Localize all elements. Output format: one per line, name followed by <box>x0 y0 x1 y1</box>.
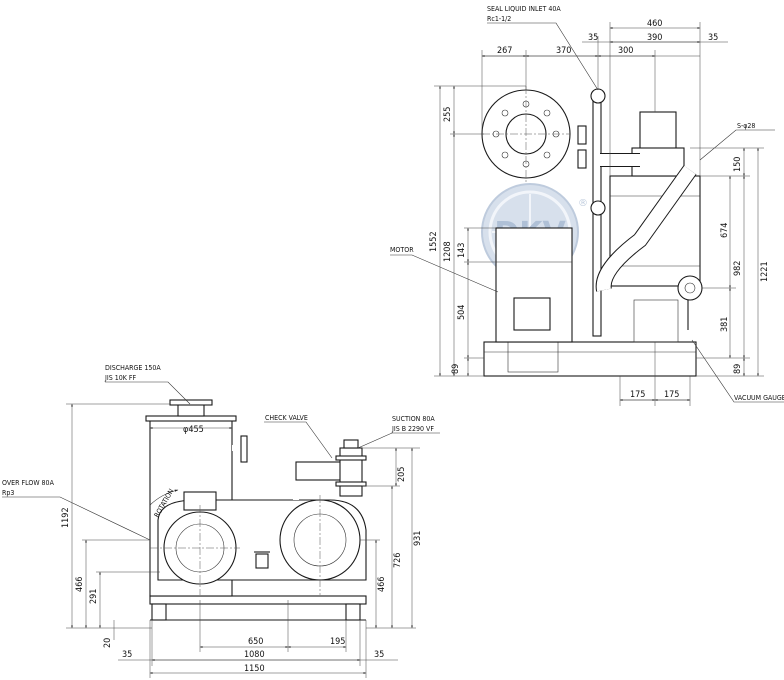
seal-valve-top <box>590 88 606 104</box>
dim-195: 195 <box>330 637 345 647</box>
seal-liquid-pipe <box>592 95 602 337</box>
side-base-frame <box>149 595 367 605</box>
dim-300: 300 <box>618 46 633 56</box>
pump-head <box>639 111 677 153</box>
label-discharge-line1: DISCHARGE 150A <box>105 364 161 372</box>
dim-982: 982 <box>733 261 743 276</box>
dim-35-right: 35 <box>374 650 384 660</box>
label-overflow-line1: OVER FLOW 80A <box>2 479 55 487</box>
label-suction-line2: JIS B 2290 VF <box>391 425 434 433</box>
dim-466-left: 466 <box>75 577 85 592</box>
side-view-labels: DISCHARGE 150A JIS 10K FF CHECK VALVE SU… <box>2 364 440 541</box>
label-tank-diameter: φ455 <box>183 425 204 435</box>
end-view-labels: SEAL LIQUID INLET 40A Rc1-1/2 MOTOR S-φ2… <box>390 5 784 403</box>
side-view <box>145 399 367 621</box>
dim-143: 143 <box>457 243 467 258</box>
dim-460: 460 <box>647 19 662 29</box>
dim-650: 650 <box>248 637 263 647</box>
dim-89-right: 89 <box>733 364 743 374</box>
dim-1080: 1080 <box>244 650 265 660</box>
dim-20: 20 <box>103 638 113 648</box>
dim-466-right: 466 <box>377 577 387 592</box>
dim-1208: 1208 <box>443 241 453 262</box>
dim-35-top: 35 <box>588 33 598 43</box>
dim-35-right: 35 <box>708 33 718 43</box>
label-vacuum-gauge: VACUUM GAUGE <box>734 394 784 402</box>
end-view <box>481 86 703 377</box>
dim-504: 504 <box>457 305 467 320</box>
label-holes: S-φ28 <box>737 122 755 130</box>
dim-1552: 1552 <box>429 231 439 252</box>
dim-35-left: 35 <box>122 650 132 660</box>
dim-726: 726 <box>393 553 403 568</box>
end-base-frame <box>483 341 697 377</box>
check-valve <box>295 461 345 481</box>
vacuum-gauge-flange <box>677 275 703 301</box>
dim-175-left: 175 <box>630 390 645 400</box>
label-seal-line2: Rc1-1/2 <box>487 15 511 23</box>
dim-1192: 1192 <box>61 507 71 528</box>
motor-terminal-box <box>513 297 551 331</box>
dim-89-left: 89 <box>451 364 461 374</box>
dim-255: 255 <box>443 107 453 122</box>
label-overflow-line2: Rp3 <box>2 489 14 497</box>
end-view-dimensions: 460 35 390 35 267 370 300 1552 255 1208 … <box>429 19 770 406</box>
dim-381: 381 <box>720 317 730 332</box>
dim-205: 205 <box>397 467 407 482</box>
suction-nozzle <box>339 447 363 497</box>
label-discharge-line2: JIS 10K FF <box>104 374 136 382</box>
label-seal-line1: SEAL LIQUID INLET 40A <box>487 5 561 13</box>
dim-291: 291 <box>89 589 99 604</box>
seal-valve-bottom <box>590 200 606 216</box>
label-motor: MOTOR <box>390 246 414 254</box>
dim-390: 390 <box>647 33 662 43</box>
side-view-dimensions: 1192 466 291 20 205 931 726 466 6 <box>61 403 423 678</box>
dim-175-right: 175 <box>664 390 679 400</box>
label-check-valve: CHECK VALVE <box>265 414 308 422</box>
label-suction-line1: SUCTION 80A <box>392 415 435 423</box>
dim-931: 931 <box>413 531 423 546</box>
dim-674: 674 <box>720 223 730 238</box>
dim-1150: 1150 <box>244 664 265 674</box>
logo-registered-mark: ® <box>578 198 588 209</box>
dim-150: 150 <box>733 157 743 172</box>
dim-1221: 1221 <box>760 261 770 282</box>
dim-370: 370 <box>556 46 571 56</box>
dim-267: 267 <box>497 46 512 56</box>
